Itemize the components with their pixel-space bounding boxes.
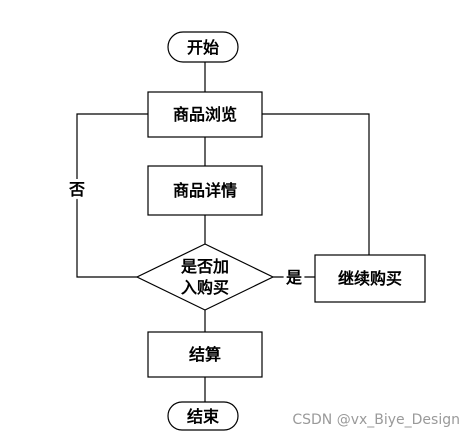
browse-label: 商品浏览 [173,105,237,124]
decision-label-line1: 是否加 [180,257,229,276]
edge-label-yes: 是 [285,268,302,287]
start-label: 开始 [187,38,219,57]
watermark: CSDN @vx_Biye_Design [292,412,460,428]
browse-process: 商品浏览 [147,91,263,138]
purchase-decision: 是否加 入购买 [135,243,275,311]
edge-no-loop [76,113,148,278]
end-label: 结束 [186,407,220,426]
end-terminal: 结束 [167,401,239,431]
checkout-process: 结算 [147,331,263,378]
continue-label: 继续购买 [338,269,402,288]
start-terminal: 开始 [167,31,239,63]
detail-process: 商品详情 [147,165,263,216]
checkout-label: 结算 [188,345,221,364]
decision-label-line2: 入购买 [181,278,229,297]
edge-continue-to-browse [262,113,370,255]
edge-label-no: 否 [68,180,85,199]
continue-process: 继续购买 [314,254,426,303]
detail-label: 商品详情 [173,181,237,200]
